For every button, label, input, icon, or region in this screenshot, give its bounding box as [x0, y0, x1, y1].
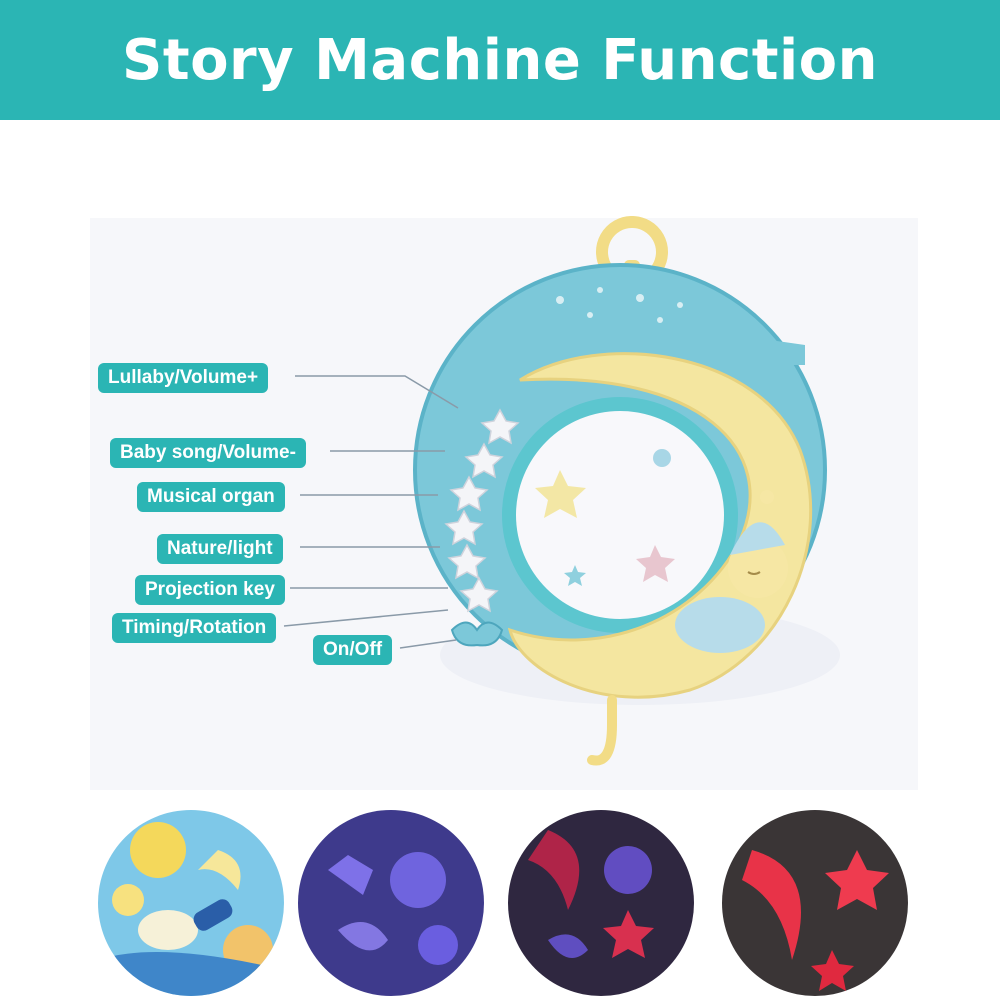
- cartoon-scene-icon: [98, 810, 284, 996]
- cartoon-projection: [98, 810, 284, 996]
- blue-light-icon: [298, 810, 484, 996]
- label-lullaby: Lullaby/Volume+: [98, 363, 269, 393]
- page-title: Story Machine Function: [121, 27, 878, 93]
- projection-dome: [516, 411, 724, 619]
- bottom-hook-icon: [587, 695, 617, 766]
- star-buttons: [444, 408, 520, 613]
- red-blue-light-icon: [508, 810, 694, 996]
- label-nature-light: Nature/light: [157, 534, 283, 564]
- label-on-off: On/Off: [313, 635, 393, 665]
- label-baby-song: Baby song/Volume-: [110, 438, 306, 468]
- red-projection: [722, 810, 908, 996]
- title-banner: Story Machine Function: [0, 0, 1000, 120]
- red-star-moon-icon: [722, 810, 908, 996]
- label-musical-organ: Musical organ: [137, 482, 285, 512]
- label-projection-key: Projection key: [135, 575, 285, 605]
- on-off-button-shape: [450, 621, 504, 647]
- blue-projection: [298, 810, 484, 996]
- mixed-projection: [508, 810, 694, 996]
- label-timing-rotation: Timing/Rotation: [112, 613, 277, 643]
